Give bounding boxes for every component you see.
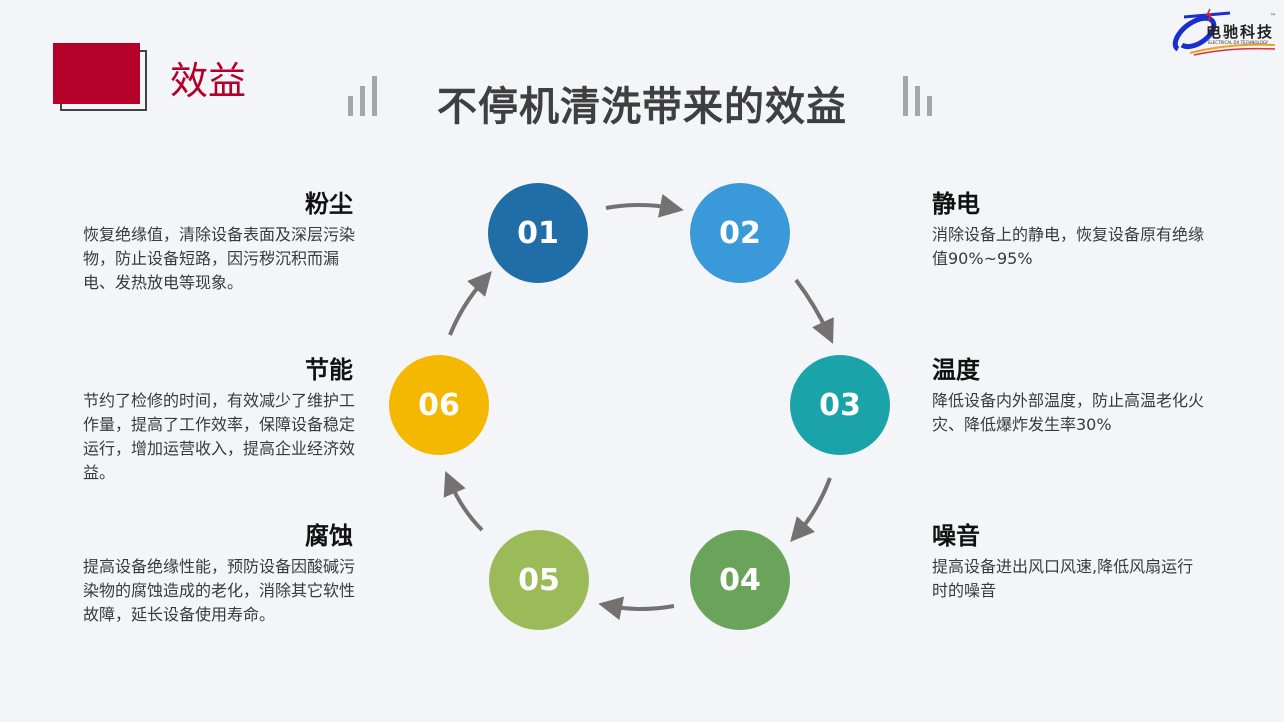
- step-circle-01: 01: [488, 183, 588, 283]
- step-circle-03: 03: [790, 355, 890, 455]
- arrow-05-06: [443, 470, 484, 532]
- benefit-text: 节约了检修的时间，有效减少了维护工作量，提高了工作效率，保障设备稳定运行，增加运…: [83, 391, 356, 482]
- step-circle-04: 04: [690, 530, 790, 630]
- benefit-heading: 静电: [932, 190, 980, 218]
- benefit-dust: 粉尘 恢复绝缘值，清除设备表面及深层污染物，防止设备短路，因污秽沉积而漏电、发热…: [83, 184, 355, 295]
- arrow-02-03: [794, 278, 834, 344]
- benefit-text: 消除设备上的静电，恢复设备原有绝缘值90%~95%: [932, 225, 1205, 268]
- benefit-heading: 温度: [932, 356, 980, 384]
- benefit-text: 提高设备绝缘性能，预防设备因酸碱污染物的腐蚀造成的老化，消除其它软性故障，延长设…: [83, 557, 356, 624]
- benefit-heading: 节能: [305, 356, 353, 384]
- title-bars-right: [903, 76, 932, 116]
- arrow-01-02: [605, 193, 684, 218]
- benefit-temperature: 温度 降低设备内外部温度，防止高温老化火灾、降低爆炸发生率30%: [932, 350, 1204, 437]
- page-title: 不停机清洗带来的效益: [437, 84, 847, 130]
- step-circle-06: 06: [389, 355, 489, 455]
- arrow-04-05: [598, 596, 675, 621]
- benefit-heading: 噪音: [932, 522, 980, 550]
- title-bars-left: [348, 76, 377, 116]
- step-circle-02: 02: [690, 183, 790, 283]
- company-logo: 电驰科技 ELECTRICAL DX TECHNOLOGY ™: [1170, 5, 1280, 57]
- benefit-heading: 粉尘: [305, 190, 353, 218]
- benefit-heading: 腐蚀: [305, 522, 353, 550]
- benefit-text: 恢复绝缘值，清除设备表面及深层污染物，防止设备短路，因污秽沉积而漏电、发热放电等…: [83, 225, 356, 292]
- benefit-noise: 噪音 提高设备进出风口风速,降低风扇运行时的噪音: [932, 516, 1204, 603]
- benefit-text: 提高设备进出风口风速,降低风扇运行时的噪音: [932, 557, 1194, 600]
- step-circle-05: 05: [489, 530, 589, 630]
- benefit-corrosion: 腐蚀 提高设备绝缘性能，预防设备因酸碱污染物的腐蚀造成的老化，消除其它软性故障，…: [83, 516, 355, 627]
- section-title: 效益: [170, 59, 247, 103]
- benefit-text: 降低设备内外部温度，防止高温老化火灾、降低爆炸发生率30%: [932, 391, 1205, 434]
- benefit-energy: 节能 节约了检修的时间，有效减少了维护工作量，提高了工作效率，保障设备稳定运行，…: [83, 350, 355, 485]
- arrow-06-01: [448, 270, 492, 336]
- benefit-static: 静电 消除设备上的静电，恢复设备原有绝缘值90%~95%: [932, 184, 1204, 271]
- arrow-03-04: [790, 477, 832, 543]
- decor-square-fill: [53, 43, 140, 104]
